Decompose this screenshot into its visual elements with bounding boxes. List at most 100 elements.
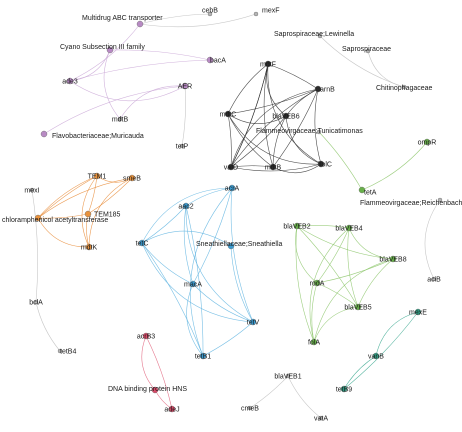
label-mexF: mexF [262, 8, 280, 15]
node-TolC[interactable] [317, 160, 325, 168]
edge-vanB-tetB9 [343, 355, 377, 390]
edge-aac2-tetB1 [185, 205, 204, 357]
label-tetC: tetC [136, 241, 149, 248]
node-blaVEB1[interactable] [285, 373, 291, 379]
node-tetV[interactable] [249, 318, 257, 326]
node-mdtK[interactable] [85, 243, 93, 251]
label-chloram: chloramphenicol acetyltransferase [2, 217, 108, 224]
node-flammeoRei[interactable] [437, 197, 443, 203]
node-flavo[interactable] [40, 130, 48, 138]
node-acrA[interactable] [228, 184, 236, 192]
edge-arnB-mdtC [227, 88, 319, 115]
node-blaVEB2[interactable] [293, 222, 301, 230]
label-vanB: vanB [368, 354, 384, 361]
edge-rodA-folA [311, 282, 318, 343]
node-tetB9[interactable] [340, 385, 348, 393]
edge-TEM1-mdtK [81, 175, 98, 248]
label-mdtF: mdtF [260, 62, 276, 69]
label-chitino: Chitinophagaceae [376, 85, 433, 92]
node-blaVEB6[interactable] [282, 112, 290, 120]
node-layer [29, 11, 443, 421]
label-cmeB: cmeB [241, 406, 259, 413]
label-tetB1: tetB1 [195, 354, 211, 361]
node-acrB3[interactable] [142, 332, 150, 340]
node-TEM185[interactable] [84, 210, 92, 218]
node-bacA[interactable] [206, 56, 214, 64]
node-cebB[interactable] [207, 11, 213, 17]
node-chitino[interactable] [401, 84, 407, 90]
node-mdtC[interactable] [224, 110, 232, 118]
edge-blaVEB8-folA [313, 258, 394, 343]
node-blaVEB5[interactable] [354, 303, 362, 311]
node-mexF[interactable] [253, 11, 259, 17]
node-blaVEB8[interactable] [389, 255, 397, 263]
node-cmeB[interactable] [247, 405, 253, 411]
label-aciB: aciB [427, 277, 441, 284]
node-folA[interactable] [310, 338, 318, 346]
node-adeJ3[interactable] [66, 77, 74, 85]
node-aciB[interactable] [431, 276, 437, 282]
label-sapro: Saprospiraceae [342, 46, 391, 53]
node-TEM1[interactable] [93, 172, 101, 180]
edge-mdtF-mdtC [227, 63, 269, 115]
node-smeB[interactable] [128, 174, 136, 182]
label-bclA: bclA [29, 300, 43, 307]
label-cyano: Cyano Subsection III family [60, 44, 145, 51]
edge-arnB-TolC [314, 88, 322, 165]
edge-mdtF-arnB [267, 63, 319, 90]
edge-blaVEB1-cmeB [249, 375, 289, 409]
node-tetA[interactable] [358, 186, 366, 194]
edge-blaVEB4-folA [309, 227, 350, 343]
edge-blaVEB8-rodA [316, 258, 394, 284]
edge-macA-tetV [192, 283, 254, 323]
node-mexI[interactable] [29, 187, 35, 193]
node-mdtB[interactable] [117, 116, 123, 122]
node-chloram[interactable] [34, 214, 42, 222]
edge-tetC-tetB1 [141, 242, 204, 357]
node-vatD[interactable] [227, 163, 235, 171]
node-adeJ[interactable] [168, 405, 176, 413]
edge-mdtC-mdtB2 [227, 113, 274, 168]
node-vanB[interactable] [372, 352, 380, 360]
node-bclA[interactable] [33, 299, 39, 305]
edge-TEM1-chloram [37, 175, 98, 219]
edge-blaVEB2-folA [295, 225, 315, 343]
node-vatA[interactable] [318, 415, 324, 421]
node-AER[interactable] [181, 82, 189, 90]
node-aac2[interactable] [182, 202, 190, 210]
node-mdtF[interactable] [264, 60, 272, 68]
node-tetP[interactable] [179, 143, 185, 149]
node-arnB[interactable] [314, 85, 322, 93]
node-tetB1[interactable] [199, 352, 207, 360]
node-cyano[interactable] [106, 46, 114, 54]
edge-mdtF-TolC [267, 63, 322, 165]
node-rodA[interactable] [313, 279, 321, 287]
label-flammeoTur: Flammeovirgaceae;Tunicatimonas [256, 128, 363, 135]
node-blaVEB4[interactable] [345, 224, 353, 232]
label-blaVEB6: blaVEB6 [272, 114, 299, 121]
edge-AER-flavo [43, 85, 186, 135]
node-sneath[interactable] [227, 242, 235, 250]
node-macA[interactable] [189, 280, 197, 288]
node-saproLew[interactable] [317, 33, 323, 39]
node-multidrug[interactable] [136, 20, 144, 28]
node-ompR[interactable] [423, 138, 431, 146]
node-sapro[interactable] [365, 48, 371, 54]
edge-acrA-tetC [141, 187, 233, 244]
node-hns[interactable] [151, 386, 159, 394]
label-tetP: tetP [176, 144, 189, 151]
label-mdtK: mdtK [81, 245, 98, 252]
label-hns: DNA binding protein HNS [108, 386, 187, 393]
node-tetC[interactable] [138, 239, 146, 247]
node-mdtB2[interactable] [269, 163, 277, 171]
edge-acrA-macA [192, 187, 233, 285]
label-flammeoRei: Flammeovirgaceae;Reichenbachiella [360, 200, 462, 207]
label-folA: folA [308, 340, 320, 347]
label-blaVEB8: blaVEB8 [379, 257, 406, 264]
node-tetB4[interactable] [57, 348, 63, 354]
node-mexE[interactable] [414, 308, 422, 316]
label-aac2: aac2 [178, 204, 193, 211]
edge-mdtC-vatD [227, 113, 232, 168]
node-flammeoTur[interactable] [316, 129, 322, 135]
edge-adeJ3-multidrug [69, 23, 141, 82]
